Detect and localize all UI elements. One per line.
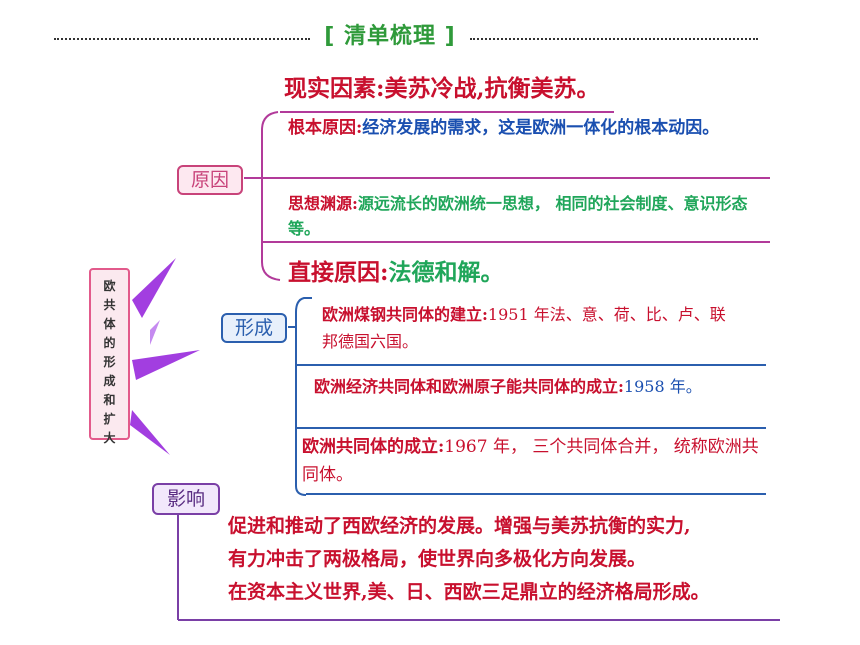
cause-root-underline: [262, 177, 770, 179]
header-divider-left: [54, 38, 310, 40]
formation-eec: 欧洲经济共同体和欧洲原子能共同体的成立:1958 年。: [314, 373, 766, 427]
cause-reality-underline: [280, 111, 614, 113]
cause-direct: 直接原因:法德和解。: [288, 256, 608, 290]
branch-formation-label: 形成: [234, 317, 273, 339]
root-topic-box: 欧共体的形成和扩大: [89, 268, 130, 445]
formation-eec-underline: [296, 427, 766, 429]
formation-ec-text: 1967 年， 三个共同体合并， 统称欧洲共同体。: [302, 437, 759, 485]
cause-reality-text: 美苏冷战,抗衡美苏。: [384, 75, 600, 102]
header-divider-right: [470, 38, 758, 40]
cause-reality-label: 现实因素:: [284, 75, 385, 102]
cause-reality: 现实因素:美苏冷战,抗衡美苏。: [284, 72, 624, 106]
cause-root-text: 经济发展的需求，这是欧洲一体化的根本动因。: [362, 118, 720, 138]
cause-root-label: 根本原因:: [288, 118, 363, 138]
impact-line-3: 在资本主义世界,美、日、西欧三足鼎立的经济格局形成。: [228, 581, 710, 603]
formation-ec-label: 欧洲共同体的成立:: [302, 437, 445, 457]
cause-ideology: 思想渊源:源远流长的欧洲统一思想， 相同的社会制度、意识形态等。: [288, 191, 772, 243]
impact-line-2: 有力冲击了两极格局，使世界向多极化方向发展。: [228, 548, 647, 570]
impact-text: 促进和推动了西欧经济的发展。增强与美苏抗衡的实力, 有力冲击了两极格局，使世界向…: [228, 510, 788, 609]
cause-direct-text: 法德和解。: [388, 259, 504, 286]
cause-root: 根本原因:经济发展的需求，这是欧洲一体化的根本动因。: [288, 116, 768, 168]
formation-ec: 欧洲共同体的成立:1967 年， 三个共同体合并， 统称欧洲共同体。: [302, 433, 772, 487]
cause-direct-label: 直接原因:: [288, 259, 389, 286]
branch-cause-label: 原因: [190, 169, 229, 191]
formation-ecsc: 欧洲煤钢共同体的建立:1951 年法、意、荷、比、卢、联邦德国六国。: [322, 301, 732, 355]
cause-ideology-label: 思想渊源:: [288, 194, 358, 213]
root-topic-label: 欧共体的形成和扩大: [103, 279, 116, 445]
formation-eec-text: 1958 年。: [623, 377, 702, 396]
formation-ecsc-underline: [296, 364, 766, 366]
formation-ecsc-label: 欧洲煤钢共同体的建立:: [322, 305, 488, 324]
section-title: [ 清单梳理 ]: [324, 24, 456, 49]
branch-impact-label: 影响: [166, 488, 205, 510]
branch-formation: 形成: [221, 313, 287, 343]
formation-eec-label: 欧洲经济共同体和欧洲原子能共同体的成立:: [314, 377, 624, 396]
cause-ideology-underline: [262, 241, 770, 243]
formation-ec-underline: [306, 493, 766, 495]
impact-line-1: 促进和推动了西欧经济的发展。增强与美苏抗衡的实力,: [228, 515, 691, 537]
formation-ecsc-text: 1951 年法、意、荷、比、卢、联邦德国六国。: [322, 305, 726, 351]
branch-cause: 原因: [177, 165, 243, 195]
cause-ideology-text: 源远流长的欧洲统一思想， 相同的社会制度、意识形态等。: [288, 194, 748, 238]
branch-impact: 影响: [152, 483, 220, 515]
